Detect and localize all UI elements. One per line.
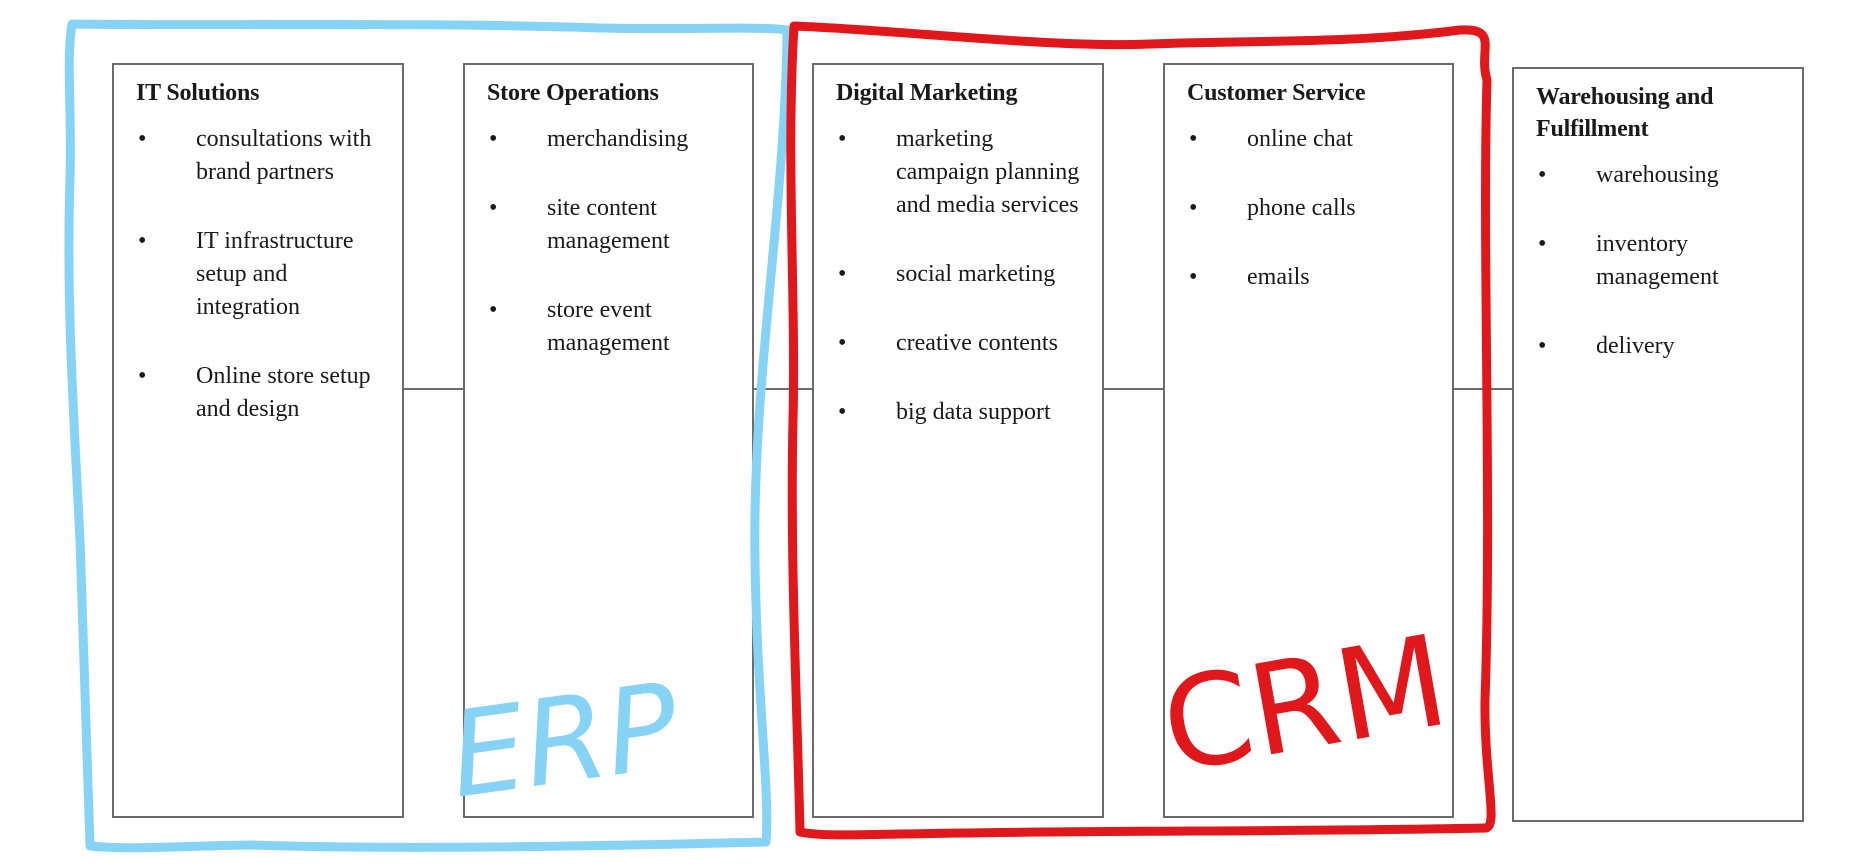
list-item: •site content management	[489, 195, 670, 254]
list-item: •inventory management	[1538, 231, 1719, 290]
list-item: •consultations with brand partners	[138, 126, 372, 185]
list-item: •warehousing	[1538, 162, 1719, 188]
item-list: •online chat •phone calls •emails	[1187, 123, 1436, 294]
item-list: •warehousing •inventory management •deli…	[1536, 159, 1786, 363]
box-title: Store Operations	[487, 80, 659, 106]
list-item: •big data support	[838, 399, 1051, 425]
box-it-solutions: IT Solutions •consultations with brand p…	[112, 63, 404, 818]
item-list: •consultations with brand partners •IT i…	[136, 123, 386, 426]
list-item: •store event management	[489, 297, 670, 356]
box-warehousing-fulfillment: Warehousing and Fulfillment •warehousing…	[1512, 67, 1804, 822]
list-item: •merchandising	[489, 126, 689, 152]
list-item: •delivery	[1538, 333, 1675, 359]
list-item: •emails	[1189, 264, 1310, 290]
connector-3-4	[1104, 388, 1163, 390]
list-item: •marketing campaign planning and media s…	[838, 126, 1080, 218]
box-digital-marketing: Digital Marketing •marketing campaign pl…	[812, 63, 1104, 818]
connector-1-2	[404, 388, 463, 390]
list-item: •IT infrastructure setup and integration	[138, 228, 354, 320]
box-store-operations: Store Operations •merchandising •site co…	[463, 63, 754, 818]
connector-4-5	[1454, 388, 1512, 390]
box-title: IT Solutions	[136, 80, 260, 106]
item-list: •merchandising •site content management …	[487, 123, 736, 360]
box-title: Digital Marketing	[836, 80, 1018, 106]
connector-2-3	[754, 388, 812, 390]
list-item: •phone calls	[1189, 195, 1356, 221]
list-item: •Online store setup and design	[138, 363, 371, 422]
list-item: •social marketing	[838, 261, 1056, 287]
item-list: •marketing campaign planning and media s…	[836, 123, 1086, 429]
box-title: Warehousing and Fulfillment	[1536, 84, 1714, 142]
list-item: •creative contents	[838, 330, 1058, 356]
list-item: •online chat	[1189, 126, 1353, 152]
box-title: Customer Service	[1187, 80, 1366, 106]
box-customer-service: Customer Service •online chat •phone cal…	[1163, 63, 1454, 818]
